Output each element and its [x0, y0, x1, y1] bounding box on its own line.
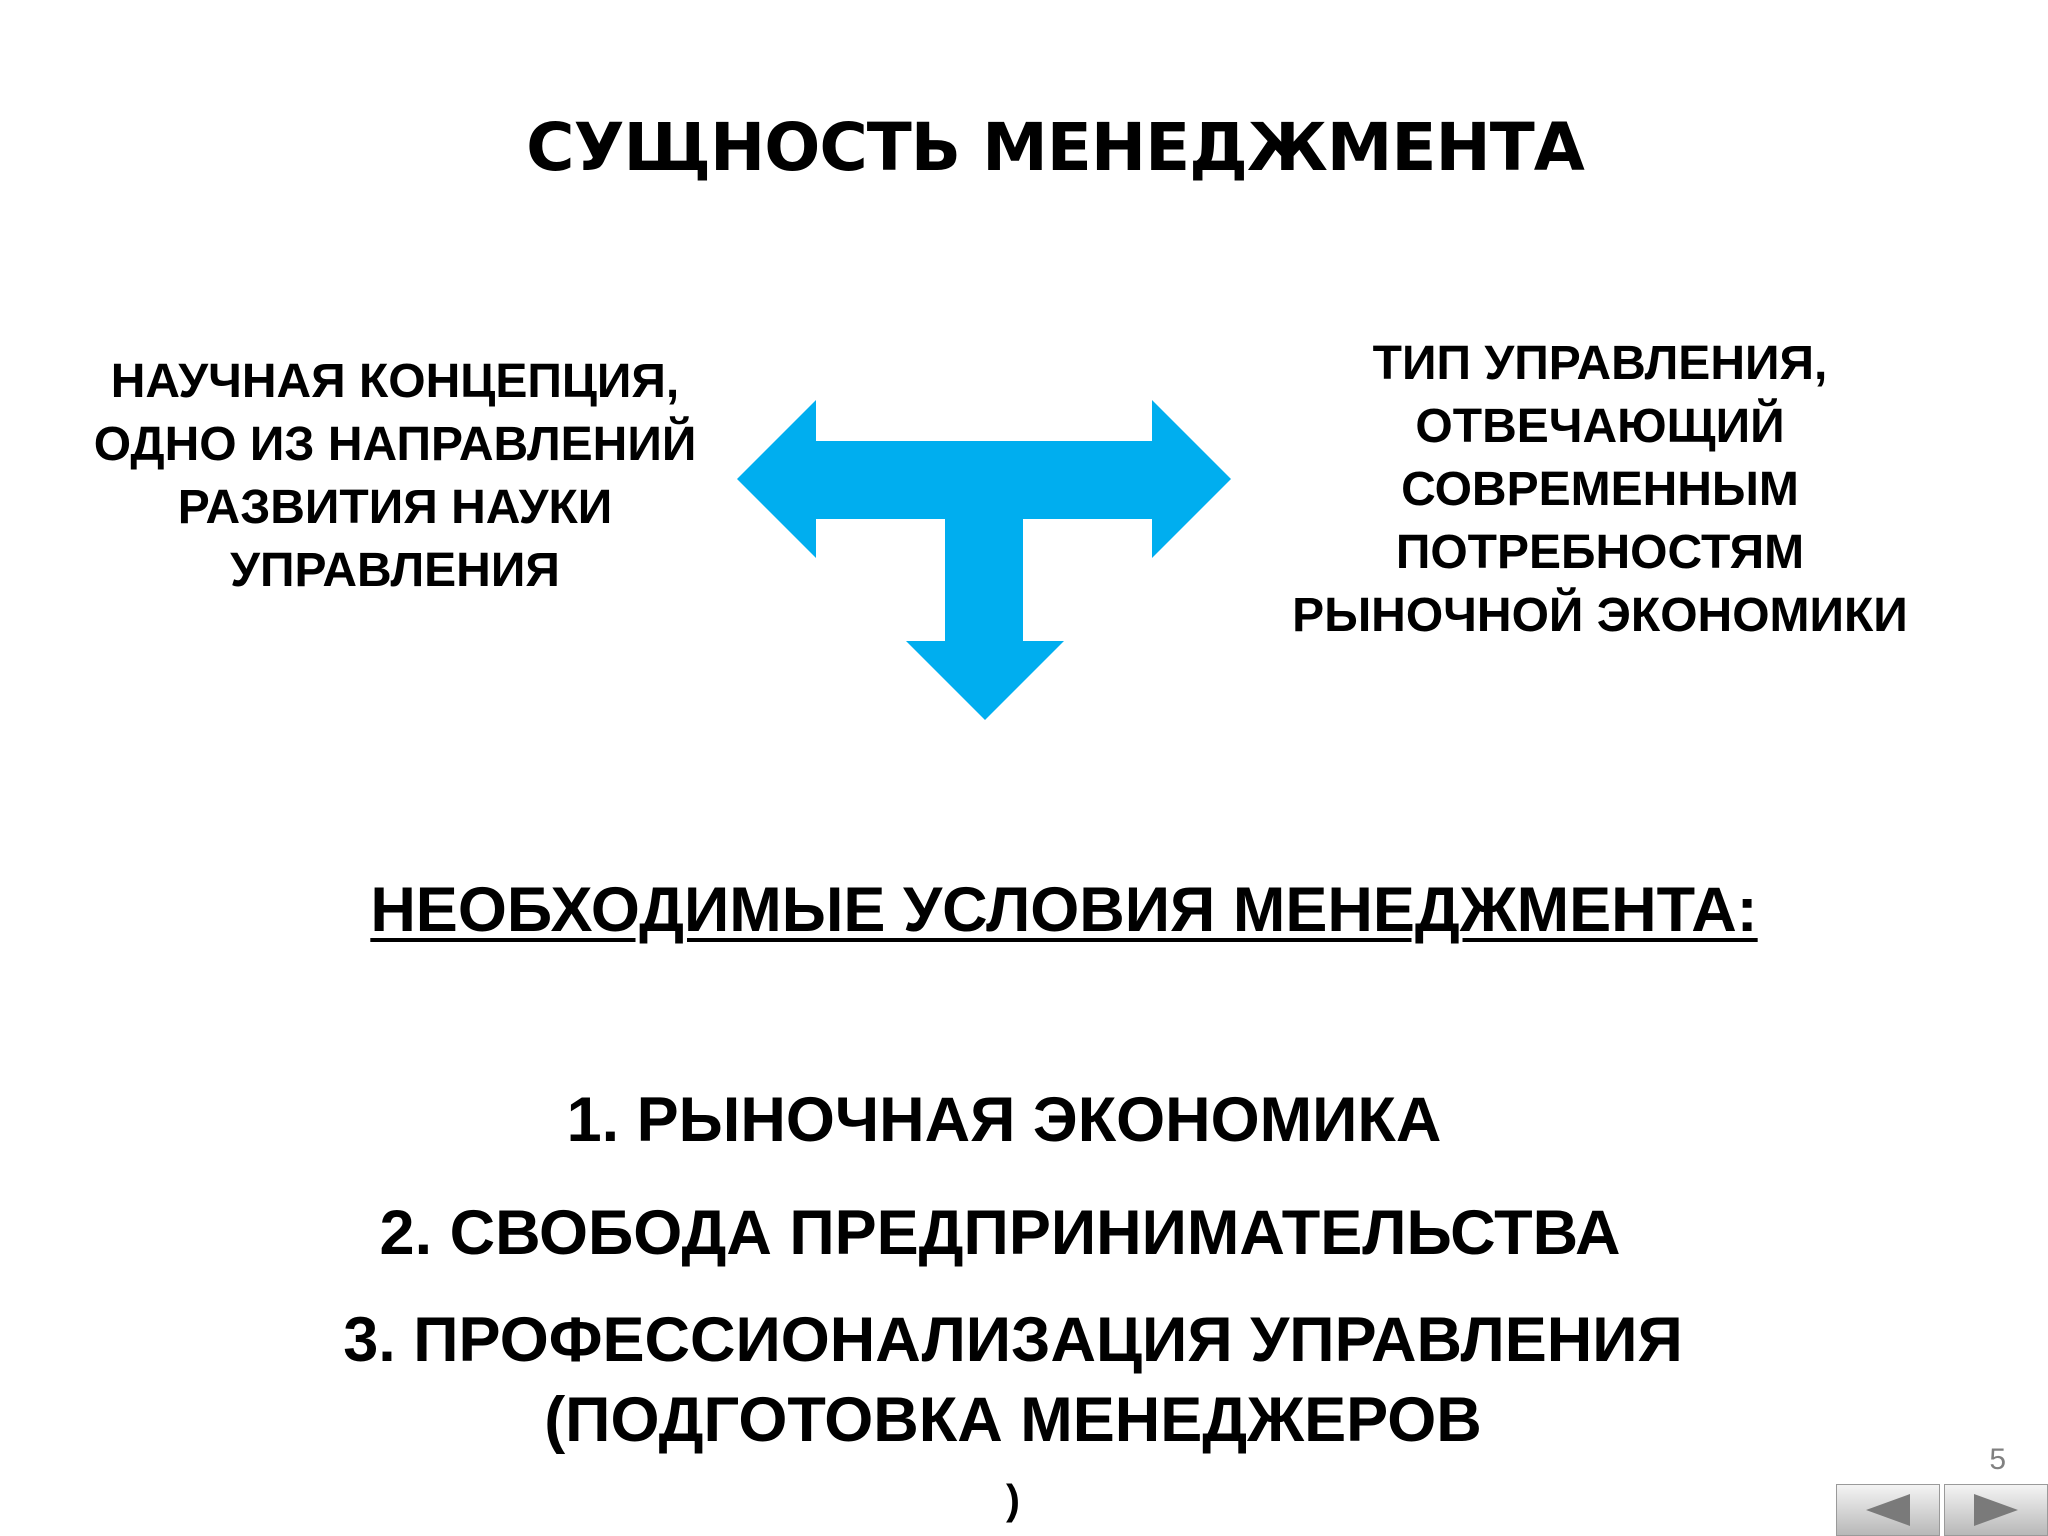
right-concept-line: РЫНОЧНОЙ ЭКОНОМИКИ [1292, 589, 1908, 642]
condition-item-2: 2. СВОБОДА ПРЕДПРИНИМАТЕЛЬСТВА [379, 1198, 1621, 1268]
condition-item-3: 3. ПРОФЕССИОНАЛИЗАЦИЯ УПРАВЛЕНИЯ (ПОДГОТ… [13, 1300, 2013, 1536]
left-concept-line: РАЗВИТИЯ НАУКИ [177, 481, 613, 534]
triangle-left-icon [1866, 1494, 1910, 1526]
left-concept-line: ОДНО ИЗ НАПРАВЛЕНИЙ [93, 418, 697, 471]
left-concept-text: НАУЧНАЯ КОНЦЕПЦИЯ, ОДНО ИЗ НАПРАВЛЕНИЙ Р… [40, 350, 750, 602]
t-arrow-shape [737, 400, 1231, 720]
condition-item-1: 1. РЫНОЧНАЯ ЭКОНОМИКА [566, 1085, 1442, 1155]
conditions-heading-text: НЕОБХОДИМЫЕ УСЛОВИЯ МЕНЕДЖМЕНТА: [370, 875, 1758, 945]
next-slide-button[interactable] [1944, 1484, 2048, 1536]
right-concept-line: СОВРЕМЕННЫМ [1401, 463, 1799, 516]
right-concept-text: ТИП УПРАВЛЕНИЯ, ОТВЕЧАЮЩИЙ СОВРЕМЕННЫМ П… [1240, 332, 1960, 647]
condition-item-3-line1: 3. ПРОФЕССИОНАЛИЗАЦИЯ УПРАВЛЕНИЯ [343, 1305, 1683, 1375]
left-concept-line: НАУЧНАЯ КОНЦЕПЦИЯ, [110, 355, 680, 408]
slide-title: СУЩНОСТЬ МЕНЕДЖМЕНТА [526, 109, 1585, 186]
conditions-heading: НЕОБХОДИМЫЕ УСЛОВИЯ МЕНЕДЖМЕНТА: [0, 872, 2048, 948]
triangle-right-icon [1974, 1494, 2018, 1526]
right-concept-line: ОТВЕЧАЮЩИЙ [1415, 400, 1785, 453]
slide-navigation [1836, 1484, 2048, 1536]
condition-item-3-line2-text: (ПОДГОТОВКА МЕНЕДЖЕРОВ [544, 1385, 1482, 1455]
prev-slide-button[interactable] [1836, 1484, 1940, 1536]
right-concept-line: ТИП УПРАВЛЕНИЯ, [1372, 337, 1828, 390]
left-concept-line: УПРАВЛЕНИЯ [230, 544, 560, 597]
page-number: 5 [1989, 1443, 2006, 1476]
condition-item-3-line2: (ПОДГОТОВКА МЕНЕДЖЕРОВ) [13, 1380, 2013, 1536]
right-concept-line: ПОТРЕБНОСТЯМ [1395, 526, 1805, 579]
condition-item-3-close-paren: ) [1006, 1476, 1020, 1523]
